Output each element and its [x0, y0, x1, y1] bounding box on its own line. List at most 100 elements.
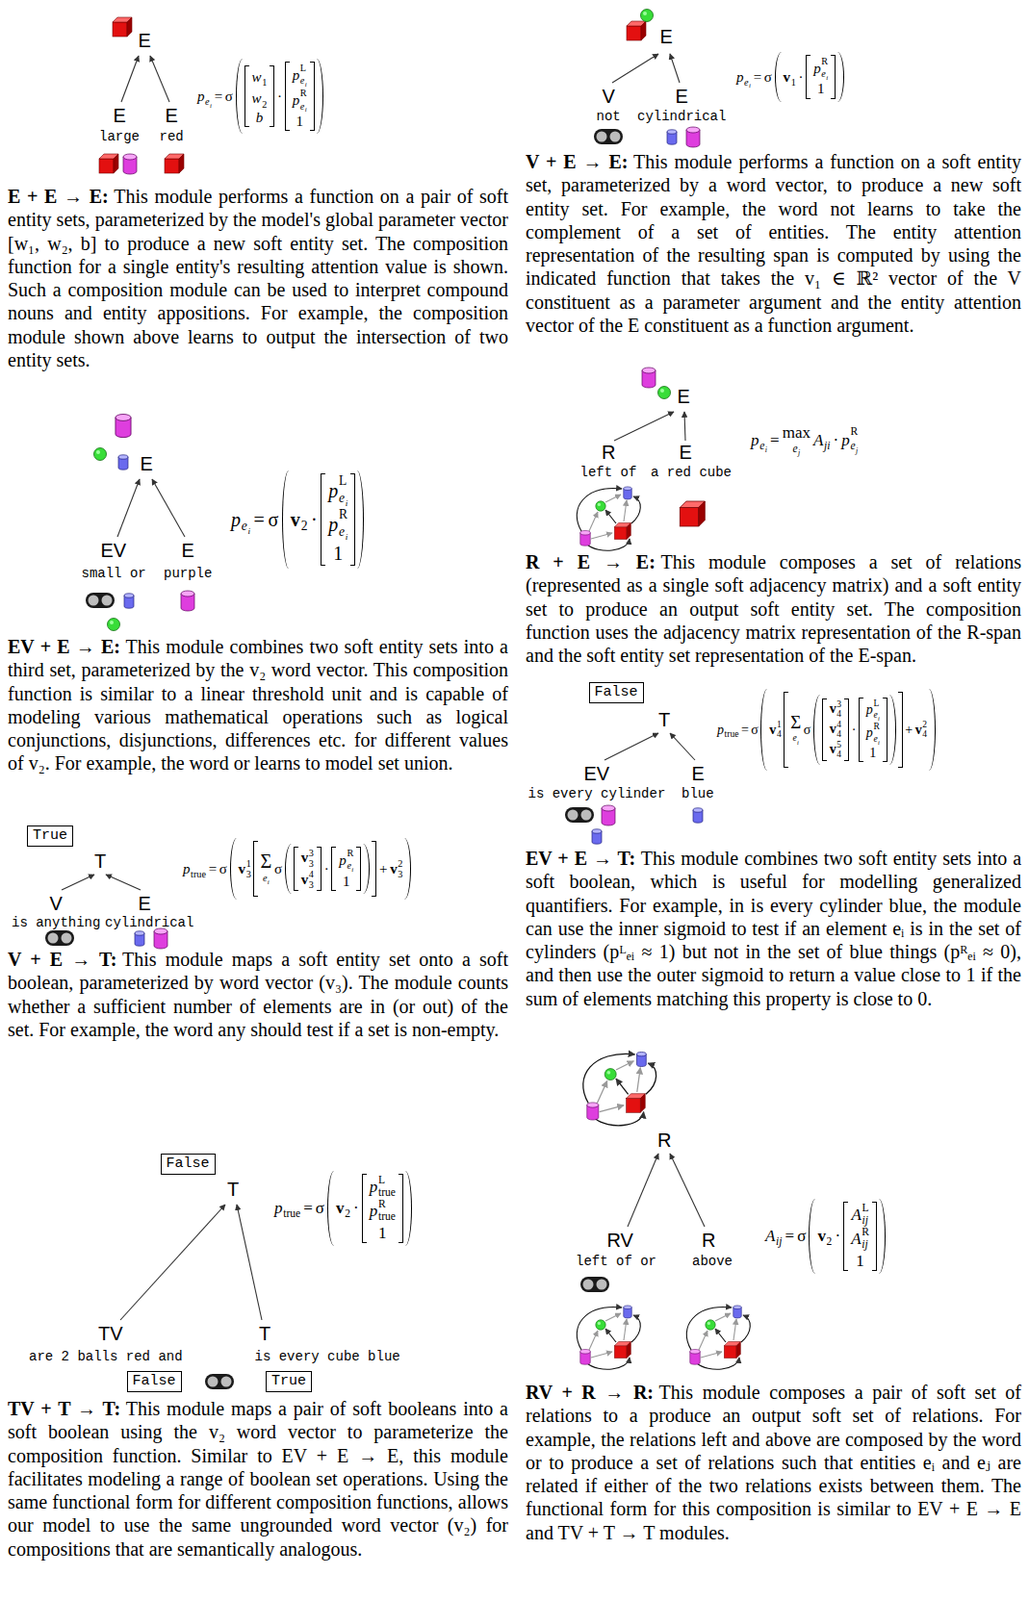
math-symbol: 4 [922, 729, 927, 740]
category-symbol: E [138, 893, 152, 916]
math-symbol: 1 [817, 80, 825, 98]
math-symbol: p [231, 509, 241, 531]
parenthesis-group: v2·ALijARij1 [808, 1199, 886, 1275]
bracket [398, 1174, 404, 1244]
bracket-group: Σeiσv34v44v54·pLeipRei1 [783, 692, 903, 769]
vector-entries: v33v43 [298, 847, 317, 893]
subscript: i [748, 81, 751, 90]
vector-entry: 1 [333, 542, 343, 566]
scripted-term: pRtrue [369, 1199, 396, 1224]
superscript [267, 871, 270, 879]
bracket [830, 54, 836, 100]
script-stack: ei [205, 83, 212, 109]
subscript: true [190, 869, 206, 880]
category-symbol: E [660, 25, 673, 49]
subscript: ei [205, 94, 212, 109]
math-symbol: L [862, 1203, 870, 1216]
math-symbol: = [303, 1200, 313, 1219]
bracket [774, 51, 782, 103]
superscript: L [300, 62, 308, 74]
category-symbol: T [227, 1179, 239, 1202]
truth-value-box: False [160, 1154, 216, 1176]
math-symbol: · [833, 432, 840, 451]
script-stack: i [209, 94, 212, 109]
script-stack: Lei [300, 62, 308, 88]
phrase-word: left of [580, 465, 638, 481]
module-caption: TV + T → T:This module maps a pair of so… [7, 1397, 509, 1562]
script-stack: ei [241, 502, 251, 537]
math-symbol: 2 [826, 1236, 833, 1250]
script-stack: i [825, 66, 828, 81]
math-symbol: ij [775, 1236, 782, 1250]
subscript: true [378, 1211, 396, 1225]
math-symbol: 3 [308, 879, 314, 891]
math-symbol: p [182, 861, 191, 878]
scripted-term: ptrue [182, 858, 206, 880]
math-symbol: b [256, 109, 264, 127]
vector-entry: v34 [829, 699, 842, 721]
math-symbol: σ [219, 861, 228, 878]
math-symbol: 1 [378, 1224, 387, 1244]
bracket [362, 844, 370, 896]
math-symbol: 3 [308, 858, 314, 870]
script-stack: Rij [861, 1227, 870, 1252]
math-symbol: p [292, 92, 301, 109]
math-symbol: 1 [791, 77, 797, 88]
math-symbol: e [821, 68, 826, 79]
script-stack: ei [744, 64, 751, 90]
module-description: This module maps a pair of soft booleans… [7, 1398, 509, 1561]
math-symbol: 2 [344, 1209, 351, 1222]
category-symbol: E [165, 104, 179, 128]
math-symbol: = [785, 1228, 796, 1247]
scripted-term: ej [792, 440, 800, 458]
subscript: ij [861, 1239, 870, 1253]
vector-symbol: v [301, 872, 309, 889]
subscript: ei [300, 99, 308, 114]
superscript [775, 1225, 782, 1238]
script-stack: i [305, 99, 308, 114]
module-panel: RRVRleft of oraboveAij=σv2·ALijARij1RV +… [519, 1044, 1026, 1382]
math-symbol: = [770, 432, 780, 451]
scripted-term: v13 [238, 858, 252, 880]
subscript: i [267, 878, 270, 887]
superscript: 1 [246, 858, 252, 870]
magenta-cylinder [180, 591, 195, 612]
phrase-word: purple [163, 566, 212, 582]
composition-formula: pei=maxejAji·pRej [750, 424, 858, 458]
operator-index: ej [792, 440, 800, 458]
math-symbol: 1 [855, 1252, 865, 1272]
green-sphere [107, 618, 121, 632]
vector-entry: v43 [301, 869, 314, 891]
tree-arrow [627, 1154, 659, 1228]
math-symbol: p [813, 60, 822, 78]
category-symbol: E [140, 453, 154, 476]
superscript: R [338, 508, 348, 523]
superscript [765, 438, 768, 448]
subscript: true [378, 1187, 396, 1201]
group-content: v2·ALijARij1 [815, 1199, 879, 1275]
vector-entries: pLeipRei1 [325, 473, 351, 566]
math-symbol: σ [267, 509, 279, 531]
math-symbol: R [300, 87, 308, 99]
blue-cylinder [693, 808, 703, 824]
red-cube [164, 154, 184, 174]
superscript [241, 502, 251, 517]
math-symbol: 1 [261, 77, 267, 88]
bracket [371, 841, 377, 899]
subscript: true [282, 1209, 301, 1222]
truth-value: False [594, 684, 639, 701]
superscript: R [821, 55, 828, 67]
subscript: ei [744, 75, 751, 90]
phrase-word: cylindrical [637, 109, 726, 125]
parenthesis-group: v34v44v54·pLeipRei1 [813, 694, 897, 766]
scripted-term: ei [262, 871, 270, 886]
math-symbol: e [205, 96, 210, 107]
truth-value-box: True [265, 1371, 312, 1393]
module-illustration [519, 0, 1026, 151]
bracket [282, 470, 289, 569]
module-description: This module composes a pair of soft set … [525, 1382, 1022, 1544]
math-symbol: 2 [922, 720, 927, 730]
module-illustration [519, 358, 1026, 551]
scripted-term: v44 [829, 720, 842, 741]
